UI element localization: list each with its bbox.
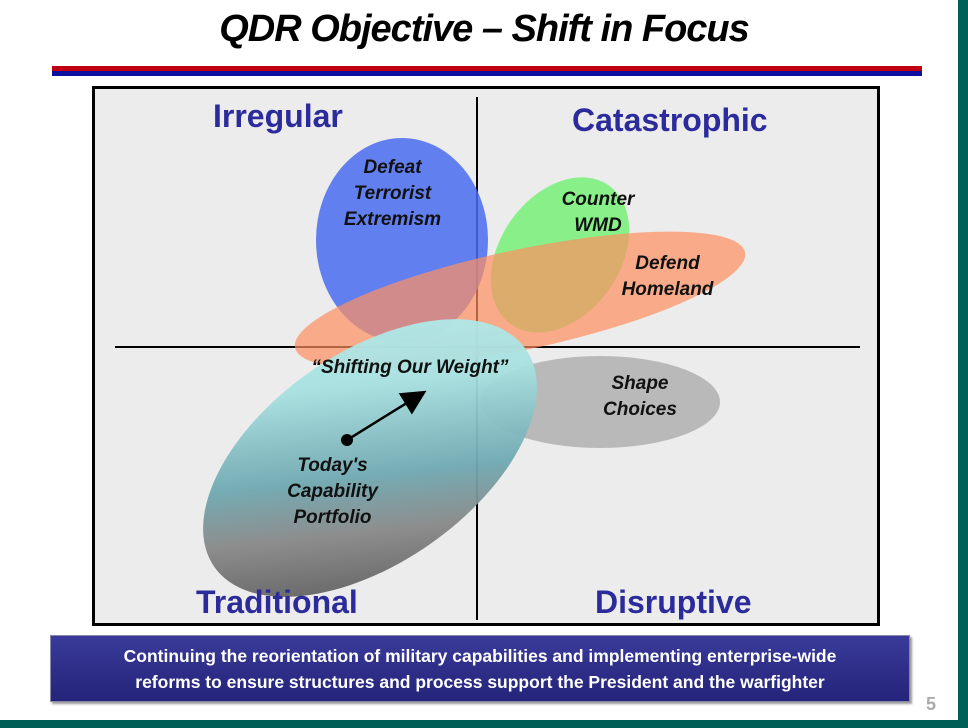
title-rule-red: [52, 66, 922, 71]
quadrant-disruptive: Disruptive: [595, 584, 752, 620]
ellipse-shape-choices: [480, 356, 720, 448]
ellipse-capability-portfolio: [203, 319, 537, 597]
label-shifting-weight: “Shifting Our Weight”: [311, 357, 509, 378]
quadrant-catastrophic: Catastrophic: [572, 102, 768, 138]
slide-edge-right: [958, 0, 968, 728]
slide-edge-bottom: [0, 720, 968, 728]
quadrant-irregular: Irregular: [213, 98, 343, 134]
summary-banner: Continuing the reorientation of military…: [50, 635, 910, 702]
title-rule-blue: [52, 71, 922, 76]
page-number: 5: [926, 694, 937, 714]
shift-arrow: [346, 390, 427, 442]
quadrant-traditional: Traditional: [196, 584, 358, 620]
slide-title: QDR Objective – Shift in Focus: [219, 8, 750, 50]
